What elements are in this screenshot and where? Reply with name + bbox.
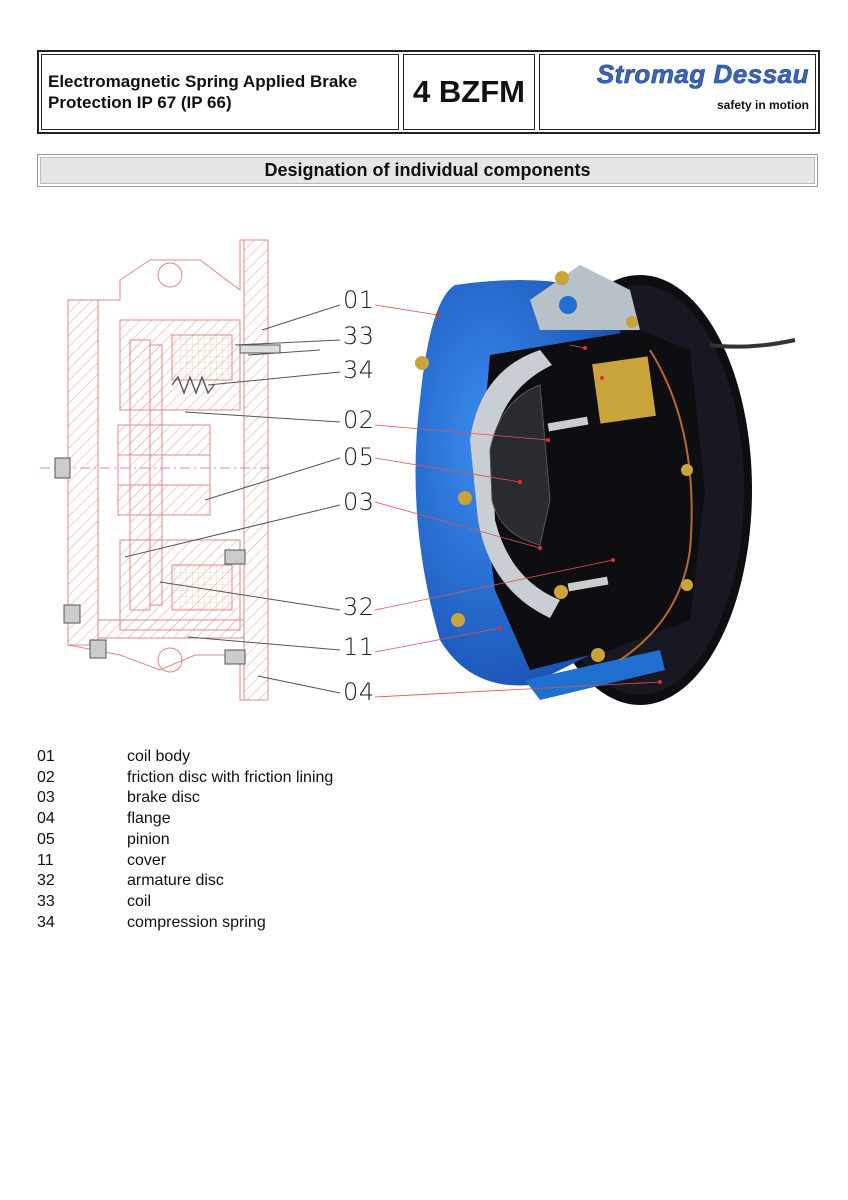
section-drawing	[40, 239, 321, 701]
legend-number: 05	[37, 830, 55, 848]
legend-row: 11 cover	[37, 851, 333, 872]
callout-11: 11	[343, 633, 375, 661]
render-leaders	[374, 304, 661, 698]
legend-number: 11	[37, 851, 54, 869]
callout-34: 34	[343, 356, 375, 384]
callout-33: 33	[343, 322, 375, 350]
render-leader-dots	[436, 313, 662, 684]
legend-row: 33 coil	[37, 892, 333, 913]
brake-figure: 01 33 34 02 05 03 32 11 04	[0, 200, 848, 760]
document-header: Electromagnetic Spring Applied Brake Pro…	[37, 50, 820, 134]
brand-name: Stromag Dessau	[596, 59, 809, 90]
legend-row: 01 coil body	[37, 747, 333, 768]
legend-number: 02	[37, 768, 55, 786]
legend-label: pinion	[127, 830, 170, 848]
legend-number: 33	[37, 892, 55, 910]
drawing-leaders	[124, 304, 341, 694]
section-banner: Designation of individual components	[37, 154, 818, 187]
callout-04: 04	[343, 678, 375, 706]
legend-row: 03 brake disc	[37, 788, 333, 809]
callout-05: 05	[343, 443, 375, 471]
brand-logo: Stromag Dessau safety in motion	[539, 54, 816, 130]
section-title: Designation of individual components	[40, 157, 815, 184]
legend-number: 34	[37, 913, 55, 931]
callout-32: 32	[343, 593, 375, 621]
legend-row: 32 armature disc	[37, 871, 333, 892]
legend-row: 02 friction disc with friction lining	[37, 768, 333, 789]
legend-label: friction disc with friction lining	[127, 768, 334, 786]
brand-tagline: safety in motion	[716, 98, 809, 112]
legend-label: coil	[127, 892, 152, 910]
legend-number: 03	[37, 789, 55, 807]
legend-number: 32	[37, 872, 55, 890]
legend-label: flange	[127, 810, 171, 828]
legend-label: armature disc	[127, 872, 224, 890]
title-line-1: Electromagnetic Spring Applied Brake	[48, 72, 358, 91]
legend-label: coil body	[127, 748, 191, 765]
brake-render	[415, 265, 796, 705]
legend-label: brake disc	[127, 789, 200, 807]
legend-row: 05 pinion	[37, 830, 333, 851]
legend-row: 34 compression spring	[37, 913, 333, 934]
component-legend: 01 coil body 02 friction disc with frict…	[37, 747, 333, 933]
callout-03: 03	[343, 488, 375, 516]
brake-illustration	[40, 239, 796, 705]
legend-label: compression spring	[127, 913, 266, 931]
callout-02: 02	[343, 406, 375, 434]
legend-label: cover	[127, 851, 167, 869]
header-title: Electromagnetic Spring Applied Brake Pro…	[41, 54, 399, 130]
product-code: 4 BZFM	[403, 54, 535, 130]
legend-row: 04 flange	[37, 809, 333, 830]
legend-number: 04	[37, 810, 55, 828]
legend-number: 01	[37, 748, 55, 765]
title-line-2: Protection IP 67 (IP 66)	[48, 93, 232, 112]
callout-01: 01	[343, 286, 375, 314]
